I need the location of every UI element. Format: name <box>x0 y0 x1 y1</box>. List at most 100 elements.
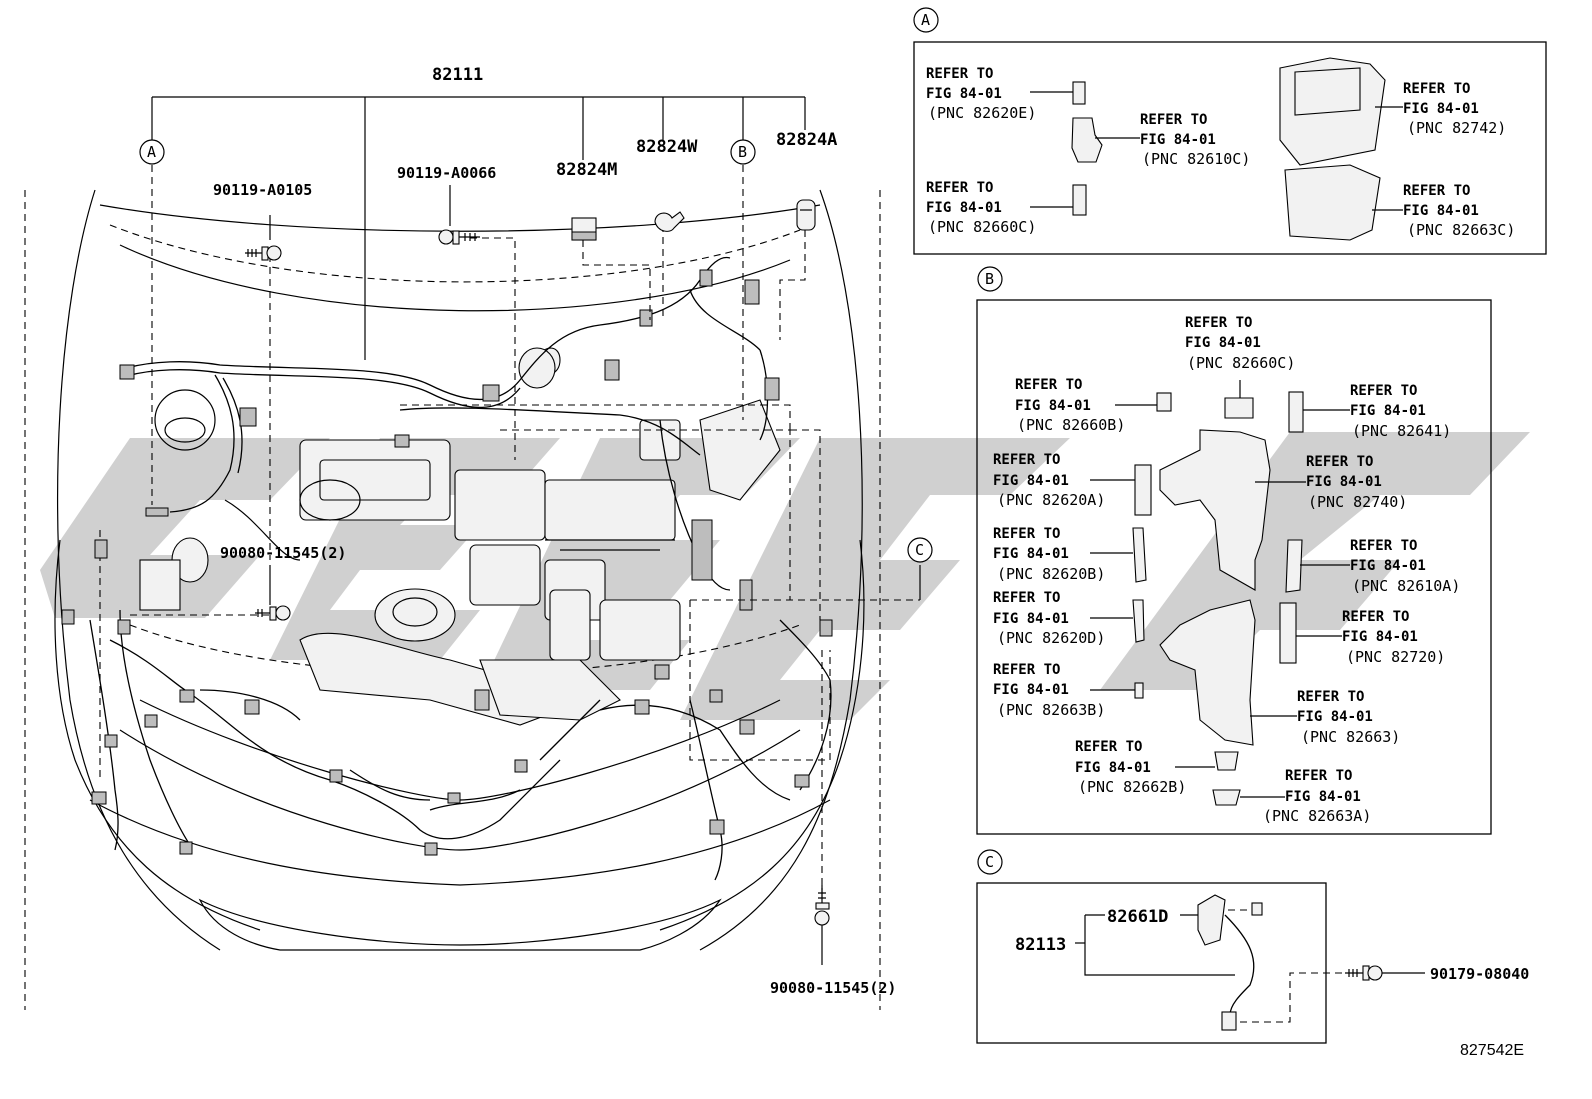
ref-82620D: REFER TO FIG 84-01 (PNC 82620D) <box>993 590 1105 647</box>
clip-icon-82662B <box>1214 751 1239 771</box>
svg-text:REFER TO: REFER TO <box>1140 112 1207 128</box>
svg-text:(PNC 82740): (PNC 82740) <box>1308 493 1407 511</box>
svg-text:(PNC 82641): (PNC 82641) <box>1352 422 1451 440</box>
svg-text:FIG 84-01: FIG 84-01 <box>1403 203 1479 219</box>
box-a-title: A <box>921 11 930 29</box>
part-number-82824A: 82824A <box>776 130 837 150</box>
svg-text:(PNC 82662B): (PNC 82662B) <box>1078 778 1186 796</box>
part-number-90080-11545-left: 90080-11545(2) <box>220 544 346 562</box>
bolt-icon-90119-A0066 <box>438 229 480 245</box>
connector-icon-82620E <box>1072 81 1086 105</box>
svg-text:(PNC 82620E): (PNC 82620E) <box>928 104 1036 122</box>
svg-text:REFER TO: REFER TO <box>926 66 993 82</box>
svg-text:REFER TO: REFER TO <box>1297 689 1364 705</box>
bolt-icon-90119-A0105 <box>245 245 282 261</box>
leader-82111 <box>130 96 921 965</box>
callout-c-main: C <box>907 537 933 563</box>
svg-text:FIG 84-01: FIG 84-01 <box>1015 398 1091 414</box>
svg-text:(PNC 82663C): (PNC 82663C) <box>1407 221 1515 239</box>
svg-text:FIG 84-01: FIG 84-01 <box>993 611 1069 627</box>
ref-82620A: REFER TO FIG 84-01 (PNC 82620A) <box>993 452 1105 509</box>
bolt-icon-90080-11545-a <box>255 605 291 621</box>
svg-text:(PNC 82663B): (PNC 82663B) <box>997 701 1105 719</box>
svg-text:FIG 84-01: FIG 84-01 <box>1403 101 1479 117</box>
part-number-82824W: 82824W <box>636 137 698 157</box>
detail-box-b: B REFER TO FIG 84-01 (PNC 826 <box>976 266 1492 835</box>
svg-text:REFER TO: REFER TO <box>1075 739 1142 755</box>
ref-82660B: REFER TO FIG 84-01 (PNC 82660B) <box>1015 377 1125 434</box>
main-part-glyphs <box>245 199 830 926</box>
svg-text:C: C <box>915 541 924 559</box>
svg-text:FIG 84-01: FIG 84-01 <box>1075 760 1151 776</box>
svg-text:FIG 84-01: FIG 84-01 <box>1185 335 1261 351</box>
ref-82742: REFER TO FIG 84-01 (PNC 82742) <box>1403 81 1506 137</box>
svg-text:(PNC 82620D): (PNC 82620D) <box>997 629 1105 647</box>
ref-82660C-b: REFER TO FIG 84-01 (PNC 82660C) <box>1185 315 1295 372</box>
connector-icon-82824A <box>796 199 816 231</box>
svg-text:(PNC 82720): (PNC 82720) <box>1346 648 1445 666</box>
svg-text:(PNC 82663A): (PNC 82663A) <box>1263 807 1371 825</box>
connector-icon-82660B <box>1156 392 1172 412</box>
ref-82620E: REFER TO FIG 84-01 (PNC 82620E) <box>926 66 1036 122</box>
svg-text:FIG 84-01: FIG 84-01 <box>1140 132 1216 148</box>
svg-text:FIG 84-01: FIG 84-01 <box>1306 474 1382 490</box>
connector-icon-82610C <box>1071 117 1103 163</box>
engine-bay-sketch <box>139 347 781 726</box>
svg-text:(PNC 82742): (PNC 82742) <box>1407 119 1506 137</box>
part-number-82111: 82111 <box>432 65 483 85</box>
svg-text:(PNC 82660B): (PNC 82660B) <box>1017 416 1125 434</box>
svg-text:FIG 84-01: FIG 84-01 <box>1342 629 1418 645</box>
svg-text:(PNC 82610A): (PNC 82610A) <box>1352 577 1460 595</box>
part-number-90080-11545-bottom: 90080-11545(2) <box>770 979 896 997</box>
svg-text:(PNC 82620A): (PNC 82620A) <box>997 491 1105 509</box>
svg-text:REFER TO: REFER TO <box>926 180 993 196</box>
svg-text:FIG 84-01: FIG 84-01 <box>926 200 1002 216</box>
svg-text:REFER TO: REFER TO <box>1403 81 1470 97</box>
ref-82641: REFER TO FIG 84-01 (PNC 82641) <box>1350 383 1451 440</box>
svg-text:REFER TO: REFER TO <box>1015 377 1082 393</box>
svg-text:REFER TO: REFER TO <box>1185 315 1252 331</box>
sensor-connector-icon <box>1221 1011 1237 1031</box>
svg-text:FIG 84-01: FIG 84-01 <box>1285 789 1361 805</box>
fuse-icon-82663B <box>1134 682 1144 699</box>
ref-82663: REFER TO FIG 84-01 (PNC 82663) <box>1297 689 1400 746</box>
clip-icon-82663A <box>1212 789 1241 806</box>
part-number-82824M: 82824M <box>556 160 617 180</box>
relay-icon-82641 <box>1288 391 1304 433</box>
box-b-title: B <box>985 270 994 288</box>
connector-icon-82824W <box>654 211 685 232</box>
svg-text:FIG 84-01: FIG 84-01 <box>993 682 1069 698</box>
fuse-block-icon-82720 <box>1279 602 1297 664</box>
detail-box-a: A REFER TO FIG 84-01 (PNC 82620E) REFER … <box>913 7 1547 255</box>
callout-b-main: B <box>730 139 756 165</box>
relay-cover-icon-82663C <box>1284 164 1381 241</box>
svg-text:FIG 84-01: FIG 84-01 <box>1350 558 1426 574</box>
fuse-icon-82620D <box>1132 599 1145 643</box>
part-number-82113: 82113 <box>1015 935 1066 955</box>
svg-text:REFER TO: REFER TO <box>1285 768 1352 784</box>
harness-connectors <box>61 269 833 856</box>
svg-text:(PNC 82620B): (PNC 82620B) <box>997 565 1105 583</box>
ref-82663A: REFER TO FIG 84-01 (PNC 82663A) <box>1263 768 1371 825</box>
svg-text:REFER TO: REFER TO <box>993 526 1060 542</box>
svg-text:(PNC 82660C): (PNC 82660C) <box>928 218 1036 236</box>
svg-text:REFER TO: REFER TO <box>1306 454 1373 470</box>
svg-text:(PNC 82663): (PNC 82663) <box>1301 728 1400 746</box>
svg-text:REFER TO: REFER TO <box>993 662 1060 678</box>
ref-82720: REFER TO FIG 84-01 (PNC 82720) <box>1342 609 1445 666</box>
ref-82662B: REFER TO FIG 84-01 (PNC 82662B) <box>1075 739 1186 796</box>
svg-text:(PNC 82660C): (PNC 82660C) <box>1187 354 1295 372</box>
svg-text:FIG 84-01: FIG 84-01 <box>993 473 1069 489</box>
svg-text:FIG 84-01: FIG 84-01 <box>926 86 1002 102</box>
svg-text:REFER TO: REFER TO <box>1350 538 1417 554</box>
svg-text:REFER TO: REFER TO <box>1403 183 1470 199</box>
part-number-82661D: 82661D <box>1107 907 1168 927</box>
ref-82660C: REFER TO FIG 84-01 (PNC 82660C) <box>926 180 1036 236</box>
ref-82663C: REFER TO FIG 84-01 (PNC 82663C) <box>1403 183 1515 239</box>
part-number-90119-A0066: 90119-A0066 <box>397 164 496 182</box>
ref-82740: REFER TO FIG 84-01 (PNC 82740) <box>1306 454 1407 511</box>
connector-icon-82824M <box>571 217 597 241</box>
fuse-icon-82620A <box>1134 464 1152 516</box>
connector-icon-82660C <box>1072 184 1087 216</box>
